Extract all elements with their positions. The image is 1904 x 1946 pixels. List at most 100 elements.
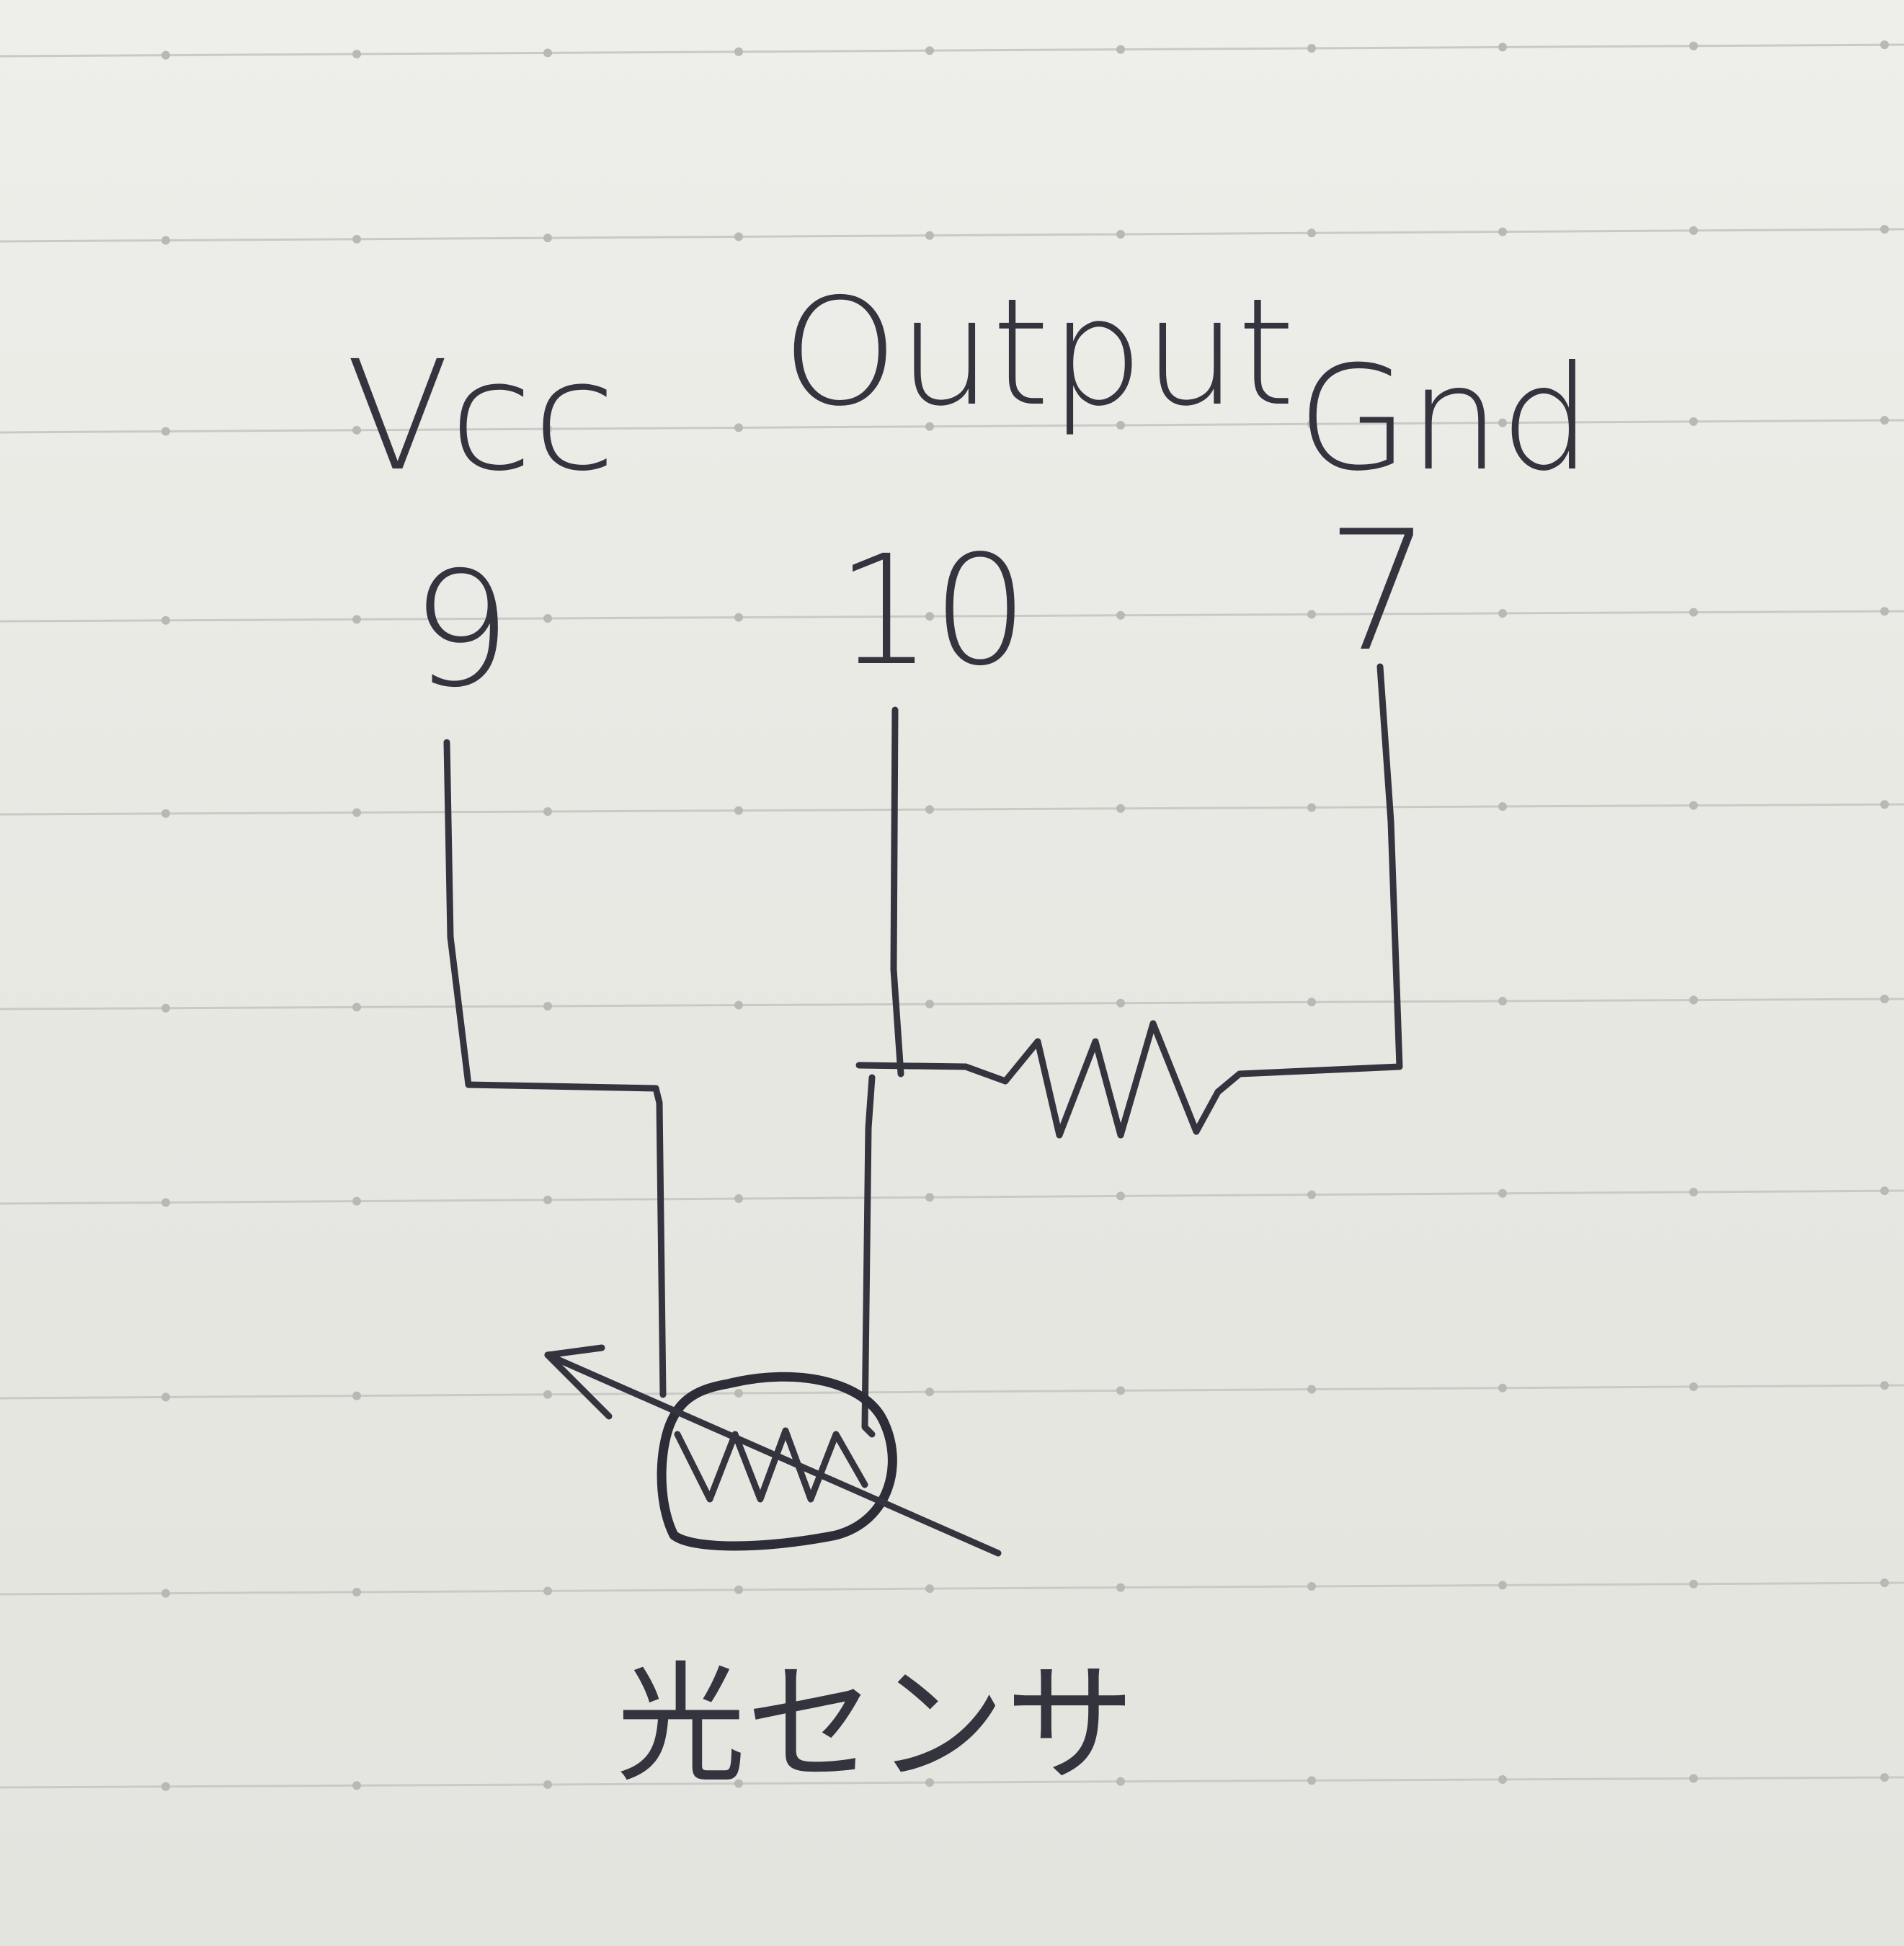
rule-dot: [1880, 1773, 1889, 1782]
rule-dot: [1880, 40, 1889, 50]
rule-dot: [1307, 1385, 1316, 1394]
rule-dot: [1307, 419, 1316, 429]
rule-dot: [1307, 1776, 1316, 1785]
rule-dot: [734, 232, 743, 241]
rule-dot: [1498, 43, 1507, 52]
resistor-icon: [962, 1020, 1222, 1139]
rule-dot: [1880, 225, 1889, 234]
rule-dot: [1498, 1581, 1507, 1590]
rule-dot: [161, 236, 170, 245]
rule-dot: [1116, 804, 1125, 813]
rule-dot: [1689, 1774, 1698, 1783]
rule-dot: [1116, 998, 1125, 1008]
rule-dot: [1498, 1189, 1507, 1198]
wire-output: [855, 706, 969, 1438]
rule-dot: [543, 234, 552, 243]
rule-dot: [1116, 1191, 1125, 1201]
rule-dot: [1307, 43, 1316, 53]
rule-dot: [1689, 995, 1698, 1005]
rule-dot: [161, 1782, 170, 1791]
rule-dot: [352, 425, 361, 435]
rule-dot: [734, 1585, 743, 1594]
rule-dot: [1689, 1579, 1698, 1589]
rule-dot: [1689, 41, 1698, 50]
rule-dot: [1880, 995, 1889, 1004]
rule-dot: [734, 806, 743, 815]
rule-dot: [352, 808, 361, 817]
rule-dot: [1307, 610, 1316, 619]
rule-dot: [925, 1584, 934, 1594]
rule-dot: [925, 46, 934, 55]
rule-dot: [1880, 1578, 1889, 1588]
rule-dot: [925, 612, 934, 621]
rule-dot: [1307, 1581, 1316, 1591]
rule-dot: [734, 1389, 743, 1398]
rule-dot: [543, 613, 552, 623]
rule-dot: [1880, 800, 1889, 809]
rule-dot: [1116, 229, 1125, 239]
rule-dot: [543, 1001, 552, 1010]
rule-dot: [1498, 227, 1507, 236]
rule-dot: [543, 1586, 552, 1596]
rule-dot: [352, 234, 361, 244]
rule-dot: [1880, 416, 1889, 425]
rule-dot: [352, 50, 361, 59]
rule-dot: [1116, 1777, 1125, 1786]
light-sensor-icon: [544, 1344, 1002, 1557]
rule-dot: [161, 809, 170, 818]
rule-dot: [543, 1780, 552, 1789]
pin-number-gnd: 7: [1326, 496, 1431, 688]
rule-dot: [1116, 610, 1125, 620]
rule-dot: [1880, 607, 1889, 616]
rule-dot: [161, 1589, 170, 1598]
rule-dot: [352, 1391, 361, 1400]
pin-number-vcc: 9: [411, 538, 512, 722]
pin-label-vcc: Vcc: [346, 328, 616, 505]
rule-dot: [352, 615, 361, 624]
ruled-line-dots: [161, 40, 1889, 1791]
pin-label-gnd: Gnd: [1297, 335, 1592, 503]
rule-dot: [352, 1588, 361, 1597]
rule-dot: [1498, 1774, 1507, 1784]
rule-dot: [1116, 45, 1125, 54]
rule-dot: [1689, 1187, 1698, 1196]
rule-dot: [1498, 608, 1507, 618]
rule-dot: [1116, 1386, 1125, 1395]
rule-dot: [1498, 1383, 1507, 1392]
rule-dot: [161, 1198, 170, 1207]
rule-dot: [925, 1387, 934, 1397]
ruled-lines: [0, 43, 1904, 1789]
rule-dot: [734, 423, 743, 432]
rule-dot: [352, 1196, 361, 1206]
rule-dot: [1880, 1186, 1889, 1196]
rule-dot: [543, 807, 552, 816]
wire-gnd: [1214, 663, 1403, 1096]
rule-dot: [161, 616, 170, 625]
rule-dot: [1498, 418, 1507, 427]
rule-dot: [1498, 996, 1507, 1005]
rule-dot: [925, 1193, 934, 1202]
rule-dot: [1307, 803, 1316, 812]
pin-label-output: Output: [782, 267, 1295, 439]
rule-dot: [1307, 228, 1316, 238]
rule-dot: [1307, 998, 1316, 1007]
rule-dot: [925, 231, 934, 240]
rule-dot: [1689, 801, 1698, 810]
rule-dot: [925, 805, 934, 814]
rule-dot: [1689, 608, 1698, 617]
rule-dot: [925, 1000, 934, 1009]
rule-dot: [543, 1195, 552, 1204]
rule-dot: [161, 50, 170, 60]
sensor-label: 光センサ: [616, 1650, 1135, 1800]
rule-dot: [543, 1390, 552, 1399]
rule-dot: [925, 1778, 934, 1787]
rule-dot: [1116, 1583, 1125, 1592]
rule-dot: [925, 422, 934, 431]
rule-dot: [1307, 1190, 1316, 1199]
rule-dot: [1689, 226, 1698, 235]
rule-dot: [161, 1003, 170, 1013]
rule-dot: [734, 613, 743, 622]
rule-dot: [352, 1003, 361, 1012]
rule-dot: [734, 1000, 743, 1010]
